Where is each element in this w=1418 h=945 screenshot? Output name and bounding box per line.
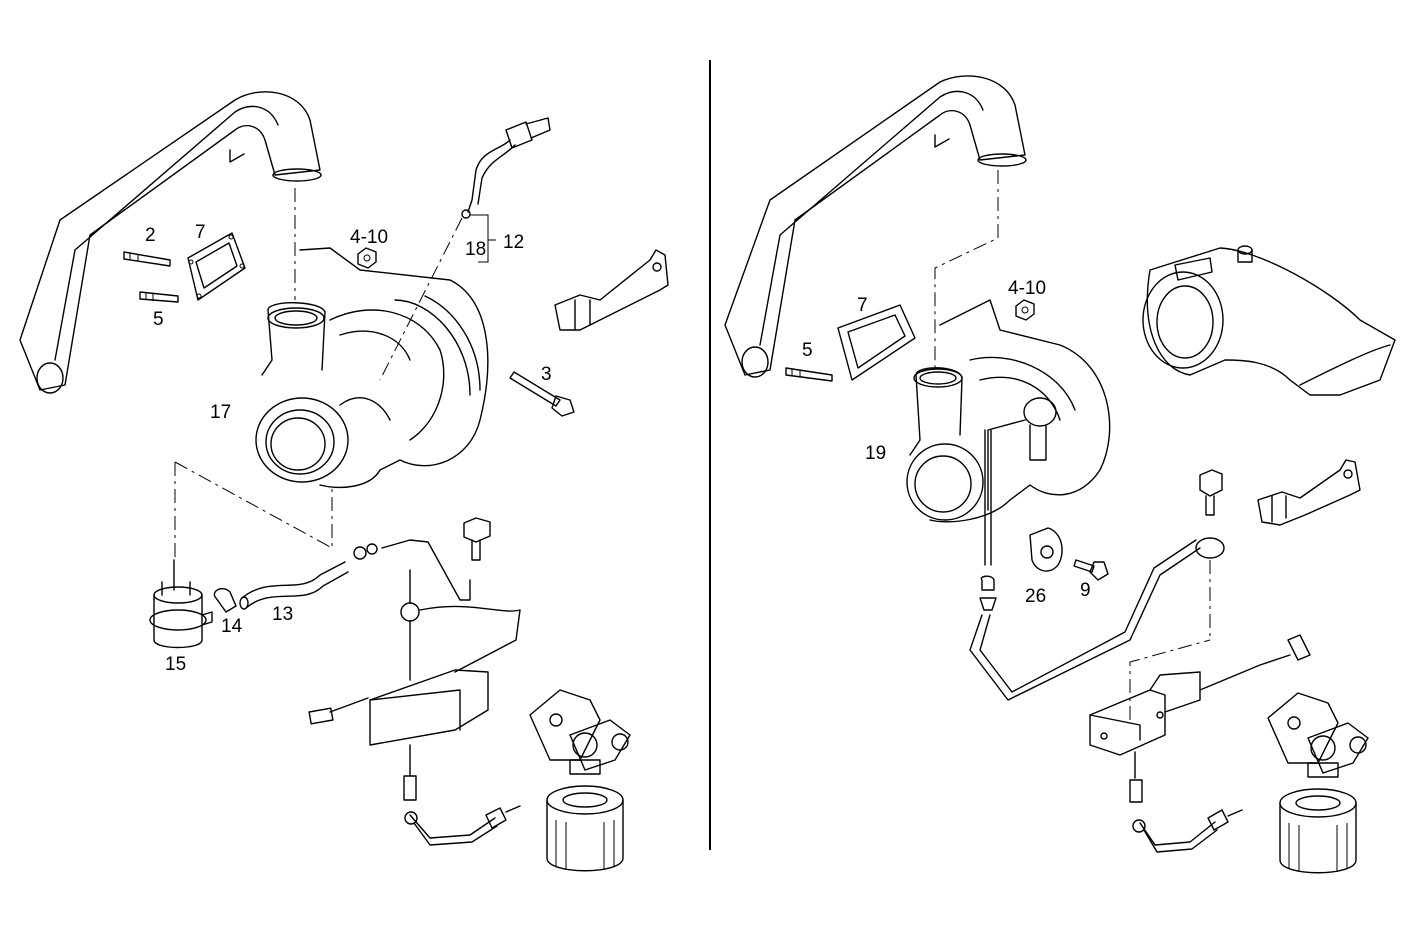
right-oil-line [1132,809,1243,853]
callout-7: 7 [857,295,868,316]
right-stud-5 [785,367,833,382]
callout-12: 12 [503,232,524,253]
left-assembly: 2 7 5 4-10 18 12 3 17 13 14 15 [19,91,669,872]
right-turbocharger-19 [906,299,1111,566]
right-bracket [1257,459,1361,526]
right-gasket-7 [837,304,916,381]
right-assembly: 5 7 4-10 19 26 9 [724,75,1396,874]
callout-5: 5 [802,340,813,361]
left-sensor-12 [379,117,551,381]
callout-26: 26 [1025,586,1046,607]
left-sensor-housing [308,569,521,801]
left-filter-head [529,689,631,775]
left-banjo-bolt [463,517,491,561]
right-oil-pipe [969,469,1225,701]
right-oil-filter [1279,788,1357,874]
callout-9: 9 [1080,580,1091,601]
left-bracket [554,249,669,331]
callout-18: 18 [465,239,486,260]
callout-4-10: 4-10 [350,227,388,248]
callout-14: 14 [221,616,243,637]
callout-7: 7 [195,222,206,243]
left-oil-filter [546,785,624,872]
right-outlet-elbow [1142,245,1396,396]
left-nut-4-10 [357,247,377,269]
callout-13: 13 [272,604,293,625]
right-nut-4-10 [1015,299,1035,321]
callout-19: 19 [865,443,886,464]
callout-2: 2 [145,225,156,246]
left-hose-13 [239,561,349,610]
callout-3: 3 [541,364,552,385]
left-clamp-14 [213,588,237,613]
callout-15: 15 [165,654,186,675]
left-oil-line [404,805,521,846]
left-actuator-15 [149,559,213,649]
right-sensor-block [1089,634,1311,803]
right-filter-head [1267,692,1369,778]
left-gasket-7 [187,232,246,301]
left-stud-2 [123,251,171,267]
callout-4-10: 4-10 [1008,278,1046,299]
left-turbocharger-17 [255,247,489,489]
left-hose-clamps [353,539,471,601]
left-bolt-3 [509,371,575,417]
callout-17: 17 [210,402,231,423]
left-elbow-pipe [19,91,322,394]
callout-5: 5 [153,309,164,330]
right-elbow-pipe [724,75,1027,378]
right-bolt-9 [1073,559,1109,581]
right-clamp-26 [1029,527,1063,572]
left-stud-5 [139,291,179,303]
